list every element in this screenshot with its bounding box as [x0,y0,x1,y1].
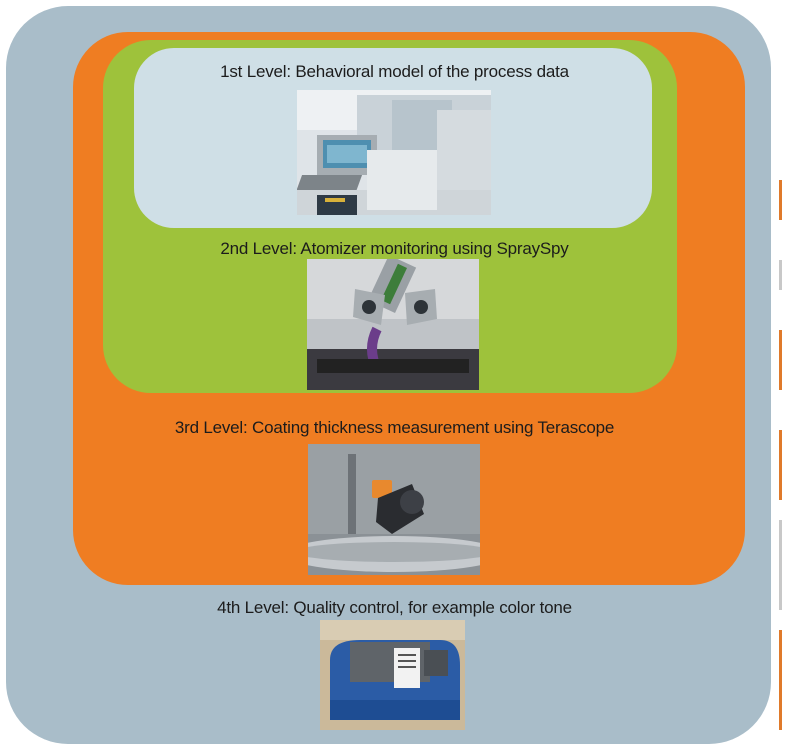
level-2-caption: 2nd Level: Atomizer monitoring using Spr… [220,239,569,258]
level-1-caption: 1st Level: Behavioral model of the proce… [220,62,569,81]
level-3-caption: 3rd Level: Coating thickness measurement… [174,418,615,437]
atomizer-sensor-photo [307,259,479,390]
side-decoration-strip [777,180,785,740]
level-4-caption: 4th Level: Quality control, for example … [217,598,572,617]
paint-shop-control-panel-photo [297,90,491,215]
colorimeter-device-photo [320,620,465,730]
terahertz-sensor-photo [308,444,480,575]
